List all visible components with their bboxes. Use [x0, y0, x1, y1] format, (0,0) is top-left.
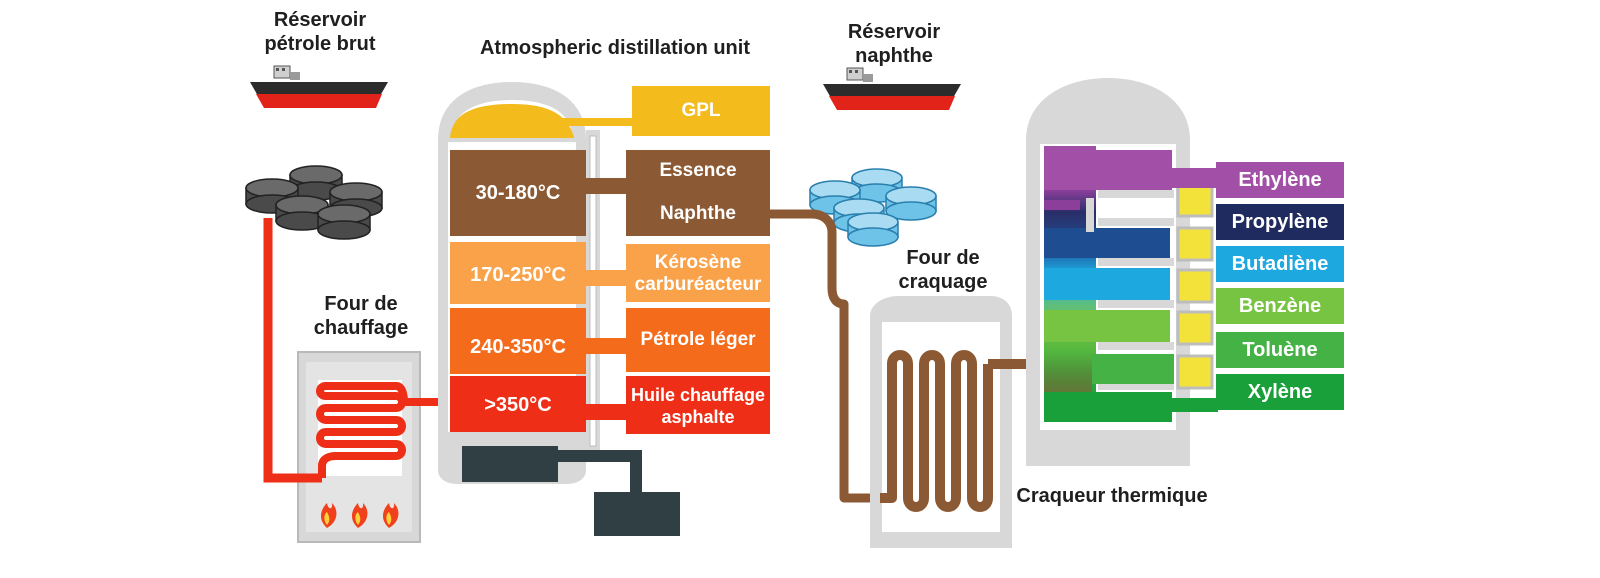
temp-30-180: 30-180°C — [475, 182, 561, 204]
label-thermal-cracker: Craqueur thermique — [1016, 485, 1208, 507]
flame-icon — [382, 503, 399, 528]
label-toluene: Toluène — [1242, 338, 1318, 361]
thermal-cracker-vessel — [1026, 78, 1190, 466]
product-butadiene — [1216, 246, 1344, 282]
naphtha-tanks-icon — [809, 168, 937, 247]
product-gpl — [632, 86, 770, 136]
label-reservoir-naphtha: Réservoir naphthe — [847, 21, 941, 67]
label-ethylene: Ethylène — [1238, 168, 1322, 191]
cracker-connectors — [1176, 182, 1214, 390]
product-xylene — [1216, 374, 1344, 410]
product-toluene — [1216, 332, 1344, 368]
label-kerosene: Kérosène carburéacteur — [634, 252, 762, 295]
label-distillation-unit: Atmospheric distillation unit — [479, 37, 750, 59]
label-petrole-leger: Pétrole léger — [640, 329, 756, 350]
flame-icon — [351, 503, 368, 528]
bottoms-drain — [462, 446, 680, 536]
product-kerosene — [626, 244, 770, 302]
label-huile-asphalte: Huile chauffage asphalte — [630, 385, 766, 427]
temp-240-350: 240-350°C — [470, 336, 566, 358]
crude-tanks-icon — [245, 165, 383, 240]
product-ethylene — [1216, 162, 1344, 198]
label-essence: Essence — [659, 160, 737, 181]
product-petrole — [626, 308, 770, 372]
label-xylene: Xylène — [1247, 380, 1313, 403]
product-benzene — [1216, 288, 1344, 324]
heating-coil — [316, 382, 452, 478]
flame-icon — [320, 503, 337, 528]
temp-over-350: >350°C — [484, 394, 552, 416]
temp-170-250: 170-250°C — [470, 264, 566, 286]
tanker-ship-icon — [823, 67, 961, 110]
label-cracking-furnace: Four de craquage — [898, 247, 988, 293]
band-30-180 — [450, 150, 586, 236]
label-reservoir-crude: Réservoir pétrole brut — [264, 9, 376, 55]
crude-feed-pipe — [263, 218, 322, 483]
product-propylene — [1216, 204, 1344, 240]
band-240-350 — [450, 308, 586, 374]
cracking-coil — [880, 350, 993, 512]
naphtha-pipe — [770, 209, 880, 503]
label-heating-furnace: Four de chauffage — [313, 293, 409, 339]
product-essence-naphthe — [626, 150, 770, 236]
label-benzene: Benzène — [1238, 294, 1322, 317]
product-huile — [626, 376, 770, 434]
band-170-250 — [450, 242, 586, 304]
label-butadiene: Butadiène — [1231, 252, 1329, 275]
band-350 — [450, 376, 586, 432]
label-gpl: GPL — [681, 100, 721, 121]
label-naphthe: Naphthe — [660, 203, 736, 224]
tanker-ship-icon — [250, 65, 388, 108]
label-propylene: Propylène — [1231, 210, 1329, 233]
